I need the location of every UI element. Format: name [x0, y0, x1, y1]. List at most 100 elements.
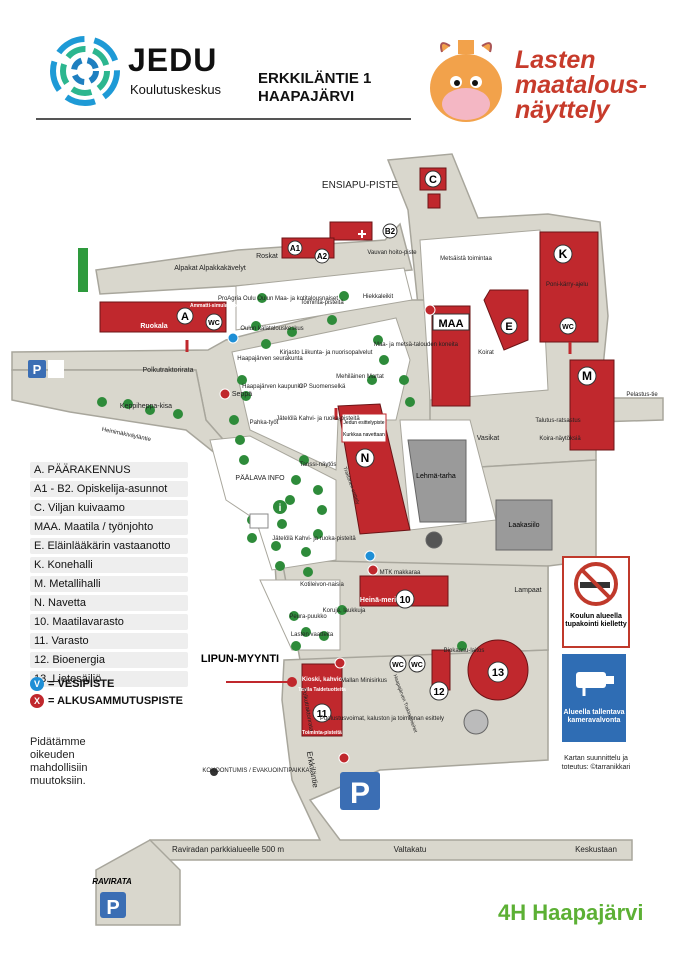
label-valtakatu: Valtakatu [394, 845, 427, 854]
trees [97, 291, 467, 651]
label-op: OP Suomenselkä [299, 384, 346, 390]
vesipiste-markers [227, 332, 376, 562]
label-metsaista: Metsäistä toimintaa [440, 256, 492, 262]
camera-text: Alueella tallentava kameravalvonta [563, 709, 625, 724]
label-jatelola-1: Jätelölä Kahvi- ja ruoka-pisteitä [276, 416, 360, 422]
south-lawn [259, 579, 341, 651]
label-alpakat: Alpakat Alpakkakävelyt [174, 265, 246, 272]
legend-item-13: 13. Lietesäiliö [30, 671, 188, 687]
label-mehilainen: Mehiläinen Martat [336, 374, 384, 380]
label-pahkatyot: Pahka-työt [250, 420, 279, 426]
event-title-line-2: maatalous- [515, 71, 647, 99]
legend-item-C: C. Viljan kuivaamo [30, 500, 188, 516]
label-tavila: Tavila Taidetuotteita [298, 687, 346, 693]
label-lehmatarha: Lehmä-tarha [416, 473, 456, 480]
label-koirat: Koirat [478, 350, 494, 356]
building-11 [301, 663, 343, 737]
vesipiste-legend-icon: V [30, 677, 44, 691]
label-paalava-info: PÄÄLAVA INFO [235, 474, 285, 482]
letter-A: A [181, 311, 189, 323]
address-line-2: HAAPAJÄRVI [258, 88, 355, 105]
parking-west-icon [28, 360, 46, 378]
legend-item-N: N. Navetta [30, 595, 188, 611]
building-A [99, 301, 227, 333]
label-vasikat: Vasikat [477, 435, 499, 442]
label-ensiapu: ENSIAPU-PISTE [322, 180, 398, 191]
label-lasten-vaatteita: Lasten vaatteita [291, 632, 334, 638]
number-13: 13 [492, 667, 504, 679]
parking-ravirata-icon [100, 892, 126, 918]
credits-note: Kartan suunnittelu ja toteutus: ©tarrani… [561, 755, 631, 771]
legend-item-10: 10. Maatilavarasto [30, 614, 188, 630]
green-strip [78, 248, 88, 292]
first-aid-cross-icon [358, 230, 366, 238]
label-poni: Poni-kärry-ajelu [546, 282, 588, 288]
label-tanssi: Tanssi-näytös [300, 462, 337, 468]
label-kokoontumis: KOKOONTUMIS / EVAKUOINTIPAIKKA [202, 768, 309, 774]
label-kirjasto: Kirjasto Liikunta- ja nuorisopalvelut [280, 350, 373, 356]
legend-item-12: 12. Bioenergia [30, 652, 188, 668]
parking-west-letter: P [33, 362, 42, 377]
assembly-point-marker [210, 768, 218, 776]
label-toiminta-11: Toiminta-pisteitä [302, 730, 342, 736]
footer-brand: 4H Haapajärvi [498, 900, 644, 925]
wc-konehalli: WC [562, 324, 574, 331]
wc-south-2: WC [411, 662, 423, 669]
label-MAA: MAA [438, 318, 463, 330]
label-koruja: Koruja, laukkuja [323, 608, 366, 614]
building-C-annex [427, 193, 441, 209]
label-keppiheppa: Keppiheppa-kisa [120, 403, 172, 410]
number-12: 12 [433, 687, 445, 698]
parking-south-letter: P [350, 777, 370, 810]
label-jatelola-2: Jätelölä Kahvi- ja ruoka-pisteitä [272, 536, 356, 542]
west-lawn [209, 435, 337, 571]
entrance-arrows [185, 340, 572, 420]
address-line-1: ERKKILÄNTIE 1 [258, 70, 372, 87]
place-labels: ENSIAPU-PISTE Roskat Vauvan hoito-piste … [101, 180, 658, 854]
fire-extinguisher-markers [219, 304, 436, 764]
jedu-logo-icon [50, 36, 120, 106]
event-title-line-3: näyttely [515, 96, 610, 124]
letter-A2: A2 [317, 252, 328, 261]
legend-item-A: A. PÄÄRAKENNUS [30, 462, 188, 478]
label-pelastustie: Pelastus-tie [626, 392, 658, 398]
label-puolustusvoimat: Puolustusvoimat, kaluston ja toiminnan e… [320, 716, 444, 722]
camera-icon [576, 672, 614, 696]
parking-south-icon [340, 772, 380, 810]
label-polkutraktorirata: Polkutraktorirata [143, 367, 194, 374]
info-letter: i [279, 503, 282, 514]
label-haapajarven-kaupunki: Haapajärven kaupunki [242, 384, 302, 390]
number-10: 10 [399, 595, 411, 606]
label-proagria: ProAgria Oulu Oulun Maa- ja kotitalousna… [218, 296, 338, 302]
letter-A1: A1 [290, 244, 301, 253]
building-letters: A C A1 A2 B2 MAA E K M N 10 11 12 13 [176, 170, 597, 723]
letter-E: E [505, 321, 512, 333]
event-title: Lasten maatalous- näyttely [515, 48, 647, 123]
label-keskustaan: Keskustaan [575, 845, 617, 854]
label-toiminta-1: Toiminta-pisteitä [300, 300, 344, 306]
grey-buildings [407, 439, 553, 735]
accessible-icon [48, 360, 64, 378]
label-mallan: Mallan Minisirkus [341, 678, 387, 684]
header-divider [36, 118, 411, 120]
wc-markers: WC WC WC WC [205, 313, 577, 673]
label-maa-metsa: Maa- ja metsä-talouden koneita [374, 342, 459, 348]
label-ammatti: Ammatti-simulaattori [190, 303, 241, 309]
ravirata-label: RAVIRATA [92, 877, 132, 886]
label-raviradan: Raviradan parkkialueelle 500 m [172, 845, 284, 854]
reservation-note: Pidätämme oikeuden mahdollisiin muutoksi… [30, 736, 88, 787]
label-hiekkaleikit: Hiekkaleikit [363, 294, 394, 300]
label-kurkkaa: Kurkkaa navettaan [343, 432, 385, 438]
legend-item-MAA: MAA. Maatila / työnjohto [30, 519, 188, 535]
label-biokaasu: Biokaasu-laitos [444, 648, 485, 654]
label-lampaat: Lampaat [514, 587, 541, 594]
letter-B2: B2 [385, 227, 396, 236]
wc-south-1: WC [392, 662, 404, 669]
building-text: Ruokala Ammatti-simulaattori Heinä-meri … [140, 303, 396, 736]
legend-item-E: E. Eläinlääkärin vastaanotto [30, 538, 188, 554]
legend-item-K: K. Konehalli [30, 557, 188, 573]
label-kotileivo: Kotileivon-naisia [300, 582, 344, 588]
info-icon [273, 500, 287, 514]
legend-vesipiste: = VESIPISTE [48, 678, 115, 690]
alkusammutus-legend-icon: X [30, 694, 44, 708]
